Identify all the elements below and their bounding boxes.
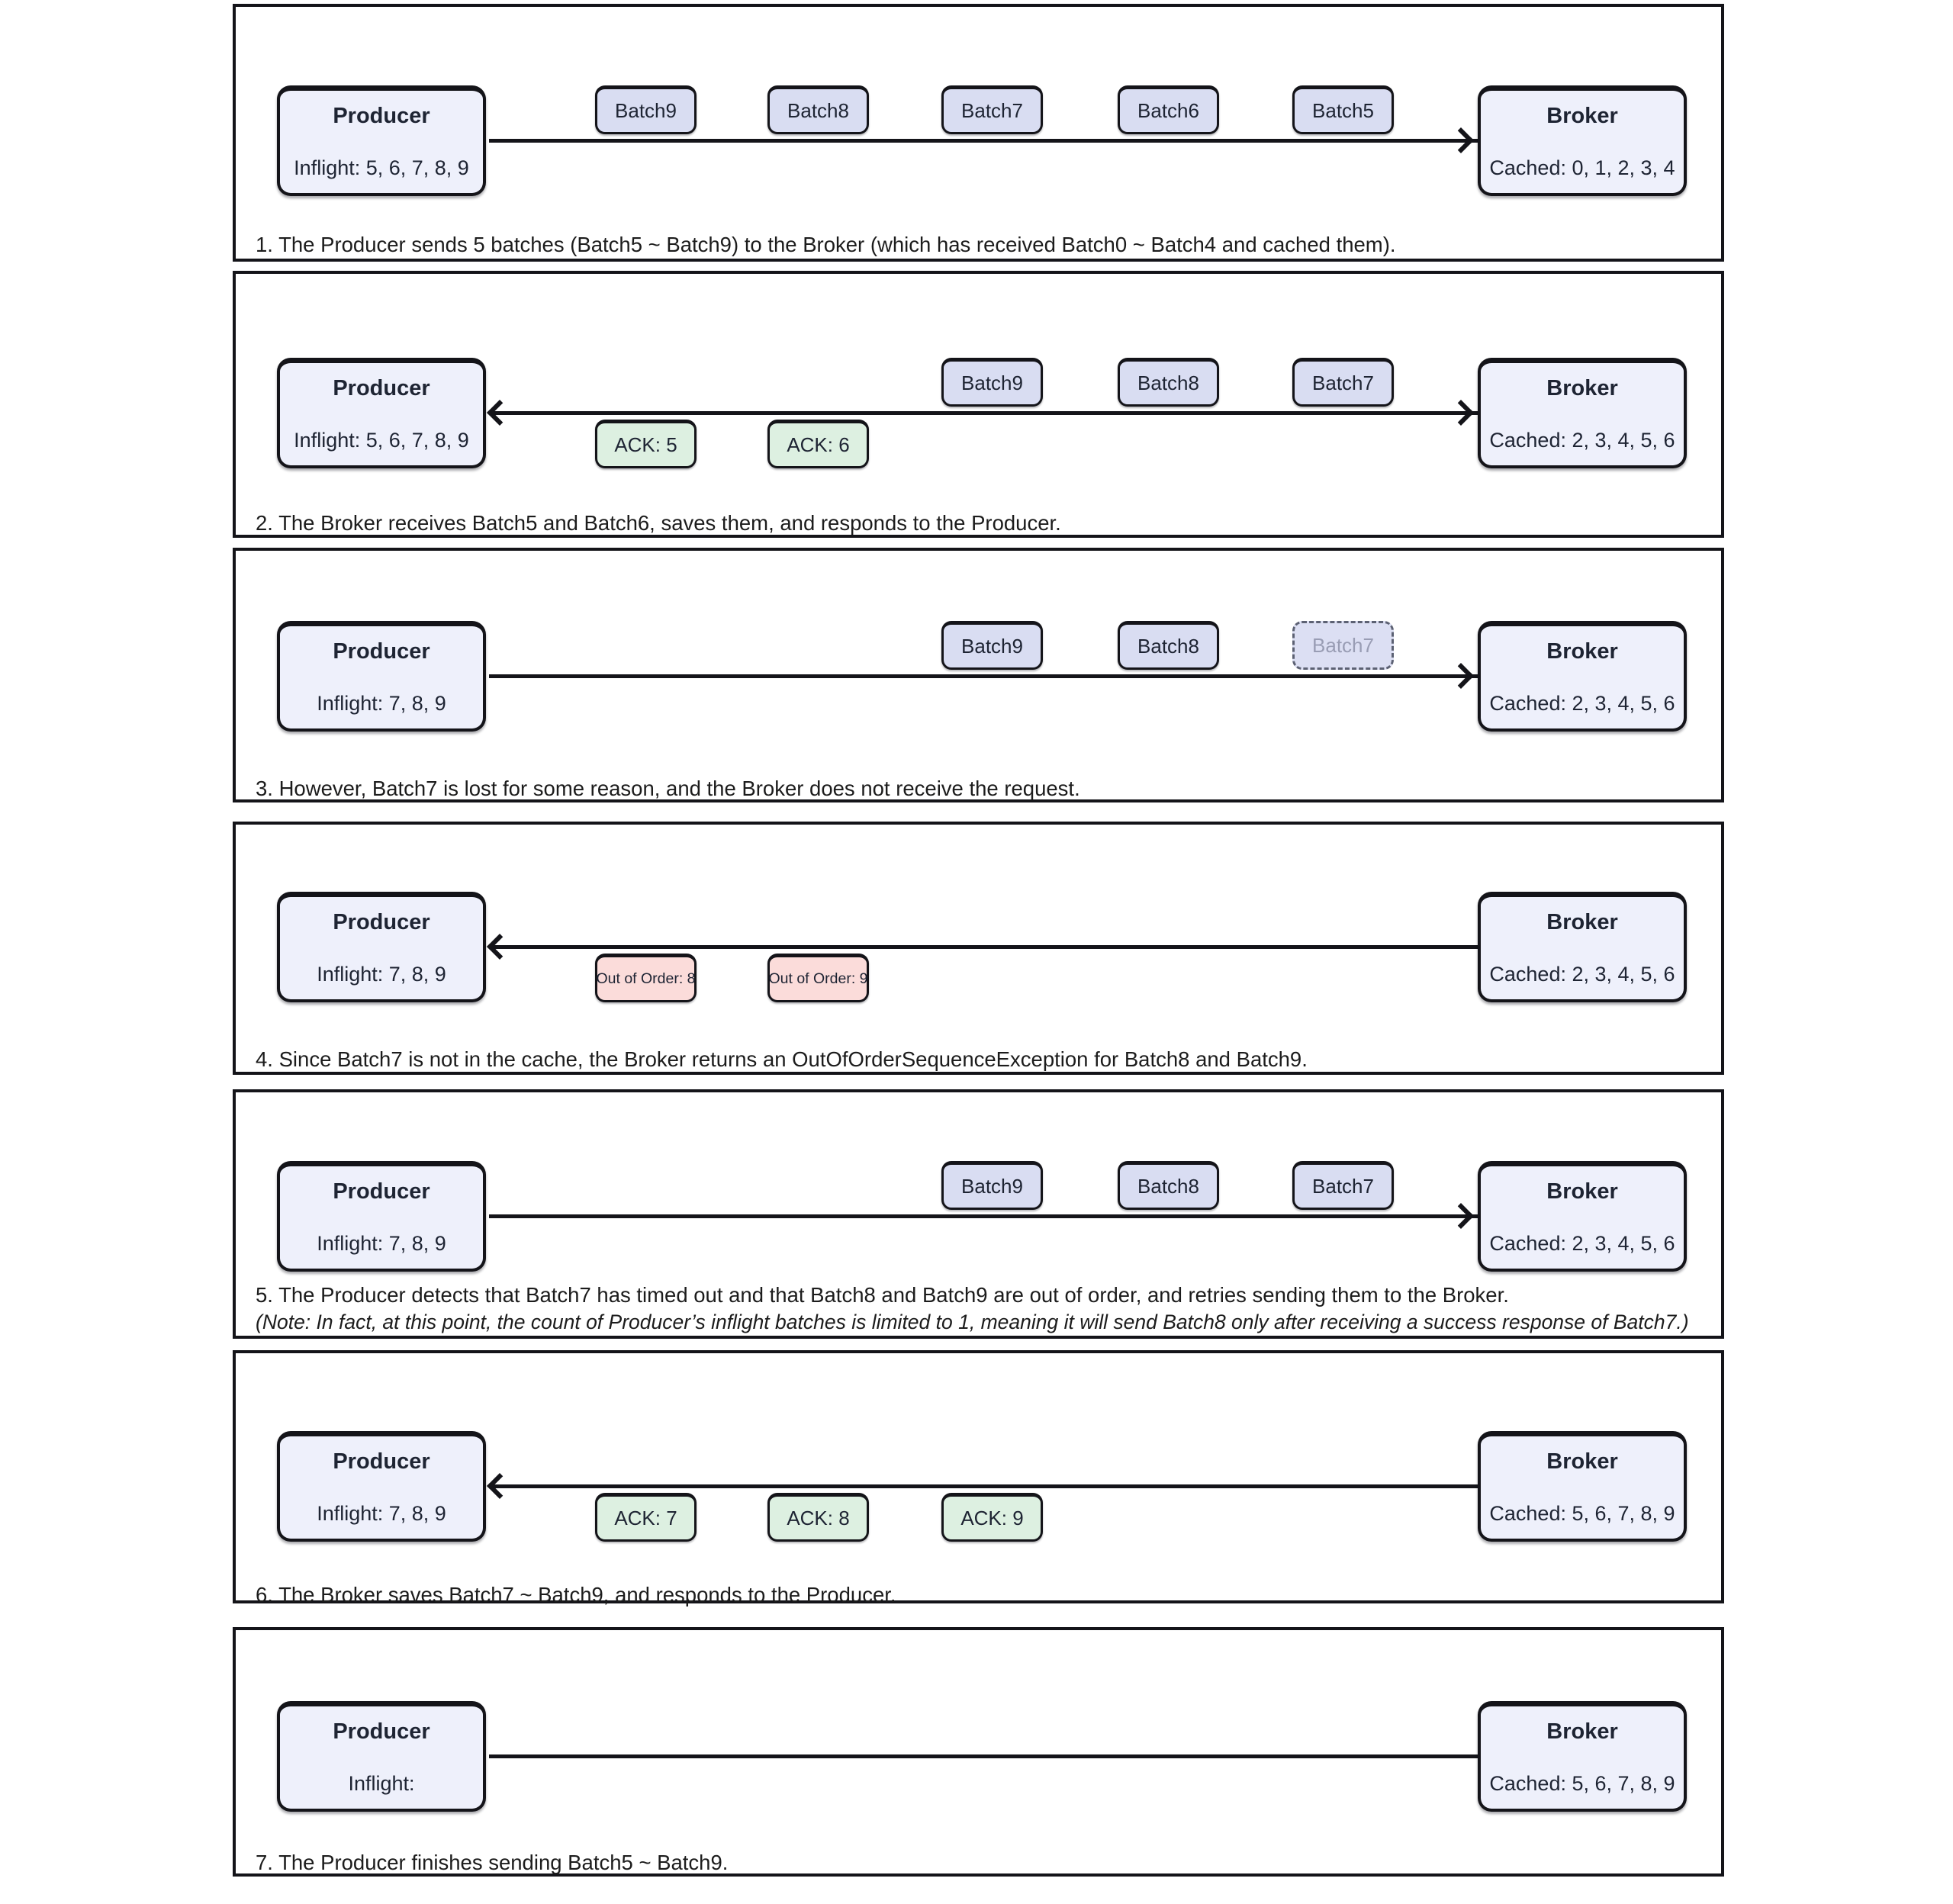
batch-box: Batch7 bbox=[1292, 1161, 1394, 1210]
message-arrow-line bbox=[489, 1214, 1478, 1218]
producer-title: Producer bbox=[333, 376, 430, 400]
message-row: Producer Inflight: 5, 6, 7, 8, 9 Batch9 B… bbox=[236, 358, 1721, 468]
producer-title: Producer bbox=[333, 104, 430, 128]
batch-box: Batch8 bbox=[1118, 621, 1219, 670]
arrowhead-right-icon bbox=[1448, 400, 1474, 426]
arrowhead-left-icon bbox=[487, 1473, 513, 1499]
producer-box: Producer Inflight: bbox=[277, 1701, 486, 1812]
sequence-panel-step-6: Producer Inflight: 7, 8, 9 ACK: 7 ACK: 8 A… bbox=[233, 1350, 1724, 1606]
broker-title: Broker bbox=[1546, 1719, 1618, 1744]
producer-inflight-state: Inflight: 7, 8, 9 bbox=[317, 692, 446, 715]
out-of-order-box: Out of Order: 8 bbox=[595, 954, 697, 1002]
batch-box-lost: Batch7 bbox=[1292, 621, 1394, 670]
ack-box: ACK: 8 bbox=[767, 1493, 869, 1542]
broker-title: Broker bbox=[1546, 376, 1618, 400]
step-caption: 1. The Producer sends 5 batches (Batch5 … bbox=[256, 233, 1396, 256]
broker-title: Broker bbox=[1546, 1179, 1618, 1204]
broker-box: Broker Cached: 0, 1, 2, 3, 4 bbox=[1478, 85, 1687, 196]
batch-box: Batch8 bbox=[1118, 1161, 1219, 1210]
message-row: Producer Inflight: Broker Cached: 5, 6, … bbox=[236, 1701, 1721, 1812]
producer-title: Producer bbox=[333, 639, 430, 664]
message-row: Producer Inflight: 5, 6, 7, 8, 9 Batch9 B… bbox=[236, 85, 1721, 196]
producer-inflight-state: Inflight: 5, 6, 7, 8, 9 bbox=[294, 429, 469, 452]
message-arrow-line bbox=[489, 411, 1478, 415]
broker-title: Broker bbox=[1546, 639, 1618, 664]
message-row: Producer Inflight: 7, 8, 9 Out of Order:… bbox=[236, 892, 1721, 1002]
broker-title: Broker bbox=[1546, 910, 1618, 934]
broker-cached-state: Cached: 2, 3, 4, 5, 6 bbox=[1489, 429, 1675, 452]
producer-title: Producer bbox=[333, 1449, 430, 1474]
broker-cached-state: Cached: 2, 3, 4, 5, 6 bbox=[1489, 1232, 1675, 1255]
batch-box: Batch9 bbox=[595, 85, 697, 134]
arrowhead-left-icon bbox=[487, 400, 513, 426]
broker-box: Broker Cached: 2, 3, 4, 5, 6 bbox=[1478, 621, 1687, 732]
message-arrow-line bbox=[489, 1484, 1478, 1488]
producer-inflight-state: Inflight: 7, 8, 9 bbox=[317, 1502, 446, 1525]
arrowhead-right-icon bbox=[1448, 127, 1474, 153]
message-arrow-line bbox=[489, 945, 1478, 949]
producer-inflight-state: Inflight: 5, 6, 7, 8, 9 bbox=[294, 156, 469, 179]
broker-cached-state: Cached: 5, 6, 7, 8, 9 bbox=[1489, 1502, 1675, 1525]
message-row: Producer Inflight: 7, 8, 9 Batch9 Batch8 B… bbox=[236, 621, 1721, 732]
producer-box: Producer Inflight: 7, 8, 9 bbox=[277, 1431, 486, 1542]
producer-inflight-state: Inflight: 7, 8, 9 bbox=[317, 1232, 446, 1255]
producer-inflight-state: Inflight: 7, 8, 9 bbox=[317, 963, 446, 986]
step-caption: 7. The Producer finishes sending Batch5 … bbox=[256, 1851, 729, 1874]
sequence-panel-step-3: Producer Inflight: 7, 8, 9 Batch9 Batch8 B… bbox=[233, 548, 1724, 802]
batch-box: Batch8 bbox=[767, 85, 869, 134]
batch-box: Batch7 bbox=[941, 85, 1043, 134]
message-row: Producer Inflight: 7, 8, 9 Batch9 Batch8 B… bbox=[236, 1161, 1721, 1272]
broker-box: Broker Cached: 2, 3, 4, 5, 6 bbox=[1478, 1161, 1687, 1272]
broker-title: Broker bbox=[1546, 1449, 1618, 1474]
broker-cached-state: Cached: 0, 1, 2, 3, 4 bbox=[1489, 156, 1675, 179]
batch-box: Batch7 bbox=[1292, 358, 1394, 407]
producer-box: Producer Inflight: 7, 8, 9 bbox=[277, 621, 486, 732]
broker-box: Broker Cached: 2, 3, 4, 5, 6 bbox=[1478, 358, 1687, 468]
broker-cached-state: Cached: 5, 6, 7, 8, 9 bbox=[1489, 1772, 1675, 1795]
sequence-panel-step-7: Producer Inflight: Broker Cached: 5, 6, … bbox=[233, 1627, 1724, 1877]
producer-box: Producer Inflight: 5, 6, 7, 8, 9 bbox=[277, 358, 486, 468]
step-caption: 5. The Producer detects that Batch7 has … bbox=[256, 1283, 1509, 1307]
sequence-panel-step-2: Producer Inflight: 5, 6, 7, 8, 9 Batch9 B… bbox=[233, 271, 1724, 538]
producer-box: Producer Inflight: 5, 6, 7, 8, 9 bbox=[277, 85, 486, 196]
message-arrow-line bbox=[489, 674, 1478, 678]
producer-box: Producer Inflight: 7, 8, 9 bbox=[277, 892, 486, 1002]
ack-box: ACK: 5 bbox=[595, 420, 697, 468]
producer-inflight-state: Inflight: bbox=[348, 1772, 415, 1795]
broker-cached-state: Cached: 2, 3, 4, 5, 6 bbox=[1489, 692, 1675, 715]
message-row: Producer Inflight: 7, 8, 9 ACK: 7 ACK: 8 A… bbox=[236, 1431, 1721, 1542]
step-note: (Note: In fact, at this point, the count… bbox=[256, 1311, 1689, 1333]
message-arrow-line bbox=[489, 139, 1478, 143]
sequence-panel-step-5: Producer Inflight: 7, 8, 9 Batch9 Batch8 B… bbox=[233, 1089, 1724, 1339]
sequence-panel-step-4: Producer Inflight: 7, 8, 9 Out of Order:… bbox=[233, 822, 1724, 1075]
sequence-panel-step-1: Producer Inflight: 5, 6, 7, 8, 9 Batch9 B… bbox=[233, 4, 1724, 262]
broker-box: Broker Cached: 5, 6, 7, 8, 9 bbox=[1478, 1431, 1687, 1542]
broker-title: Broker bbox=[1546, 104, 1618, 128]
message-arrow-line bbox=[489, 1754, 1478, 1758]
step-caption: 4. Since Batch7 is not in the cache, the… bbox=[256, 1047, 1308, 1071]
ack-box: ACK: 6 bbox=[767, 420, 869, 468]
producer-title: Producer bbox=[333, 1719, 430, 1744]
out-of-order-box: Out of Order: 9 bbox=[767, 954, 869, 1002]
batch-box: Batch9 bbox=[941, 621, 1043, 670]
broker-box: Broker Cached: 5, 6, 7, 8, 9 bbox=[1478, 1701, 1687, 1812]
ack-box: ACK: 7 bbox=[595, 1493, 697, 1542]
step-caption: 6. The Broker saves Batch7 ~ Batch9, and… bbox=[256, 1583, 896, 1606]
batch-box: Batch8 bbox=[1118, 358, 1219, 407]
batch-box: Batch6 bbox=[1118, 85, 1219, 134]
broker-cached-state: Cached: 2, 3, 4, 5, 6 bbox=[1489, 963, 1675, 986]
producer-title: Producer bbox=[333, 1179, 430, 1204]
arrowhead-right-icon bbox=[1448, 1203, 1474, 1229]
batch-box: Batch9 bbox=[941, 358, 1043, 407]
step-caption: 2. The Broker receives Batch5 and Batch6… bbox=[256, 511, 1061, 535]
producer-title: Producer bbox=[333, 910, 430, 934]
arrowhead-left-icon bbox=[487, 934, 513, 960]
arrowhead-right-icon bbox=[1448, 663, 1474, 689]
batch-box: Batch9 bbox=[941, 1161, 1043, 1210]
ack-box: ACK: 9 bbox=[941, 1493, 1043, 1542]
step-caption: 3. However, Batch7 is lost for some reas… bbox=[256, 777, 1080, 800]
batch-box: Batch5 bbox=[1292, 85, 1394, 134]
producer-box: Producer Inflight: 7, 8, 9 bbox=[277, 1161, 486, 1272]
broker-box: Broker Cached: 2, 3, 4, 5, 6 bbox=[1478, 892, 1687, 1002]
